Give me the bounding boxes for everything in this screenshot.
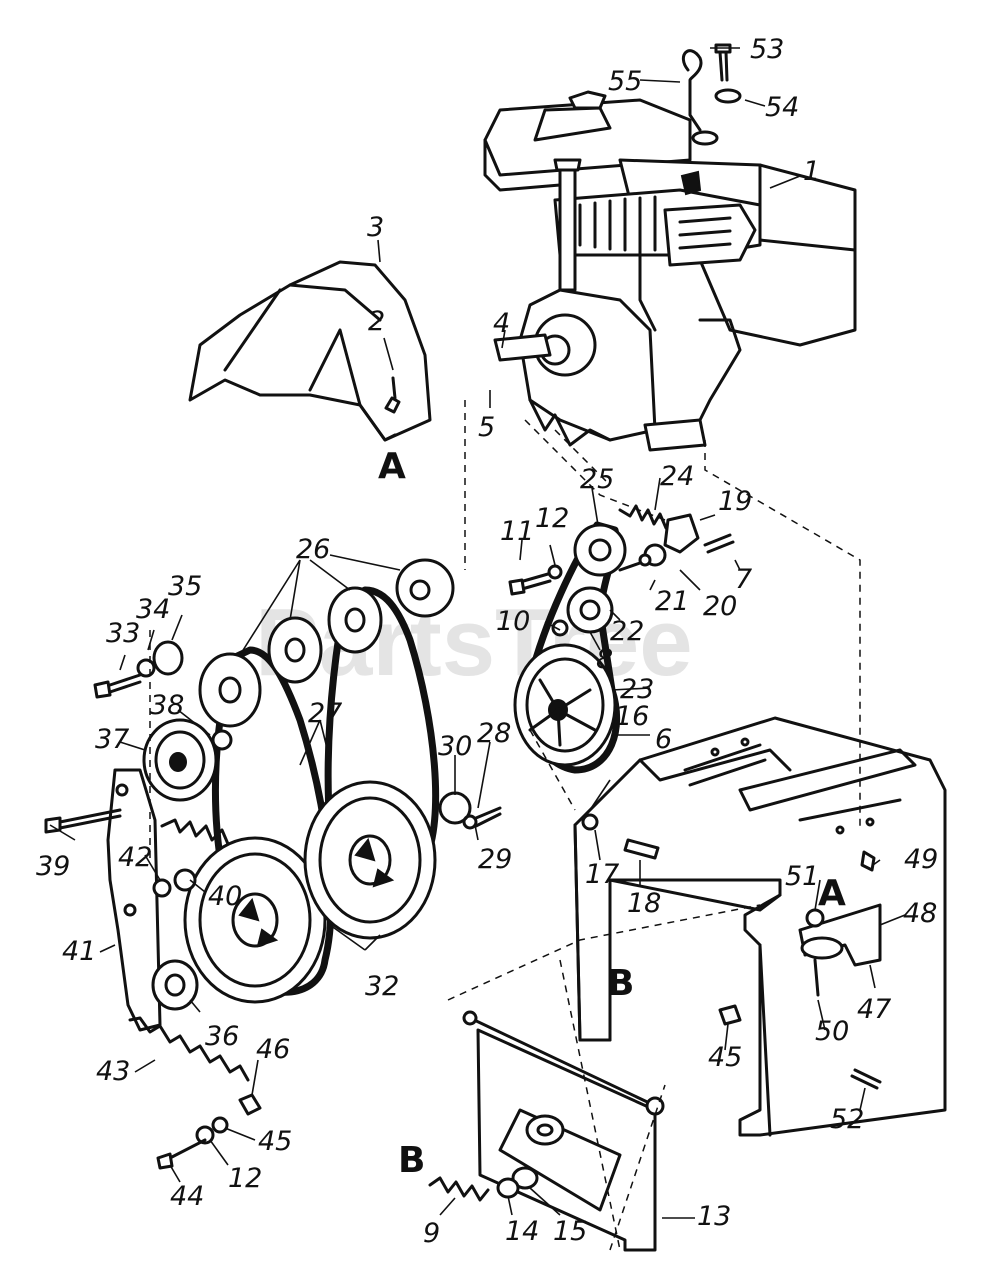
assembly-guide-lines (149, 400, 861, 1251)
callout-20: 20 (703, 591, 737, 622)
callout-12b: 12 (228, 1163, 262, 1194)
callout-23: 23 (620, 674, 654, 705)
callout-45b: 45 (708, 1042, 742, 1073)
callout-26: 26 (296, 534, 330, 565)
callout-18: 18 (627, 888, 661, 919)
callout-33: 33 (106, 618, 140, 649)
callout-53: 53 (750, 34, 784, 65)
callout-8: 8 (596, 644, 613, 675)
callout-6: 6 (655, 724, 672, 755)
reference-letter-a-bracket: A (818, 873, 846, 914)
callout-24: 24 (660, 461, 694, 492)
callout-28: 28 (477, 718, 511, 749)
callout-11: 11 (500, 516, 534, 547)
callout-12a: 12 (535, 503, 569, 534)
engine (483, 90, 857, 452)
callout-50: 50 (815, 1016, 849, 1047)
callout-44: 44 (170, 1181, 204, 1212)
callout-51: 51 (785, 861, 819, 892)
callout-10: 10 (496, 606, 530, 637)
reference-letter-a-shield: A (378, 446, 406, 487)
callout-36: 36 (205, 1021, 239, 1052)
callout-29: 29 (478, 844, 512, 875)
callout-30: 30 (438, 731, 472, 762)
frame-housing (573, 716, 947, 1137)
callout-52: 52 (830, 1104, 864, 1135)
callout-17: 17 (585, 859, 619, 890)
reference-letter-b-spring: B (398, 1140, 425, 1181)
callout-15: 15 (553, 1216, 587, 1247)
callout-49: 49 (904, 844, 938, 875)
callout-1: 1 (803, 156, 820, 187)
callout-2: 2 (368, 306, 385, 337)
callout-27: 27 (308, 698, 342, 729)
callout-22: 22 (610, 616, 644, 647)
callout-55: 55 (608, 66, 642, 97)
callout-48: 48 (903, 898, 937, 929)
callout-25: 25 (580, 464, 614, 495)
belt-drive-left (44, 558, 502, 1170)
callout-16: 16 (615, 701, 649, 732)
callout-37: 37 (95, 724, 129, 755)
callout-43: 43 (96, 1056, 130, 1087)
callout-7: 7 (735, 564, 752, 595)
callout-19: 19 (718, 486, 752, 517)
callout-39: 39 (36, 851, 70, 882)
callout-5: 5 (478, 412, 495, 443)
callout-numbers: 1 2 3 4 5 6 7 8 9 10 11 12 12 13 14 15 1… (36, 34, 938, 1249)
callout-41: 41 (62, 936, 96, 967)
callout-38: 38 (150, 690, 184, 721)
belt-shield (188, 260, 432, 442)
reference-letter-b-frame: B (607, 963, 634, 1004)
lower-bracket (428, 1010, 665, 1252)
callout-54: 54 (765, 92, 799, 123)
callout-42: 42 (118, 842, 152, 873)
callout-leaders (49, 47, 906, 1219)
watermark-text: PartsTree (255, 589, 693, 696)
callout-34: 34 (136, 594, 170, 625)
callout-35: 35 (168, 571, 202, 602)
callout-32: 32 (365, 971, 399, 1002)
callout-4: 4 (493, 308, 510, 339)
callout-40: 40 (208, 881, 242, 912)
callout-45a: 45 (258, 1126, 292, 1157)
callout-9: 9 (423, 1218, 440, 1249)
callout-13: 13 (697, 1201, 731, 1232)
callout-47: 47 (857, 994, 891, 1025)
callout-21: 21 (655, 586, 689, 617)
callout-46: 46 (256, 1034, 290, 1065)
callout-14: 14 (505, 1216, 539, 1247)
callout-3: 3 (367, 212, 384, 243)
dipstick-and-bolt (681, 43, 742, 146)
